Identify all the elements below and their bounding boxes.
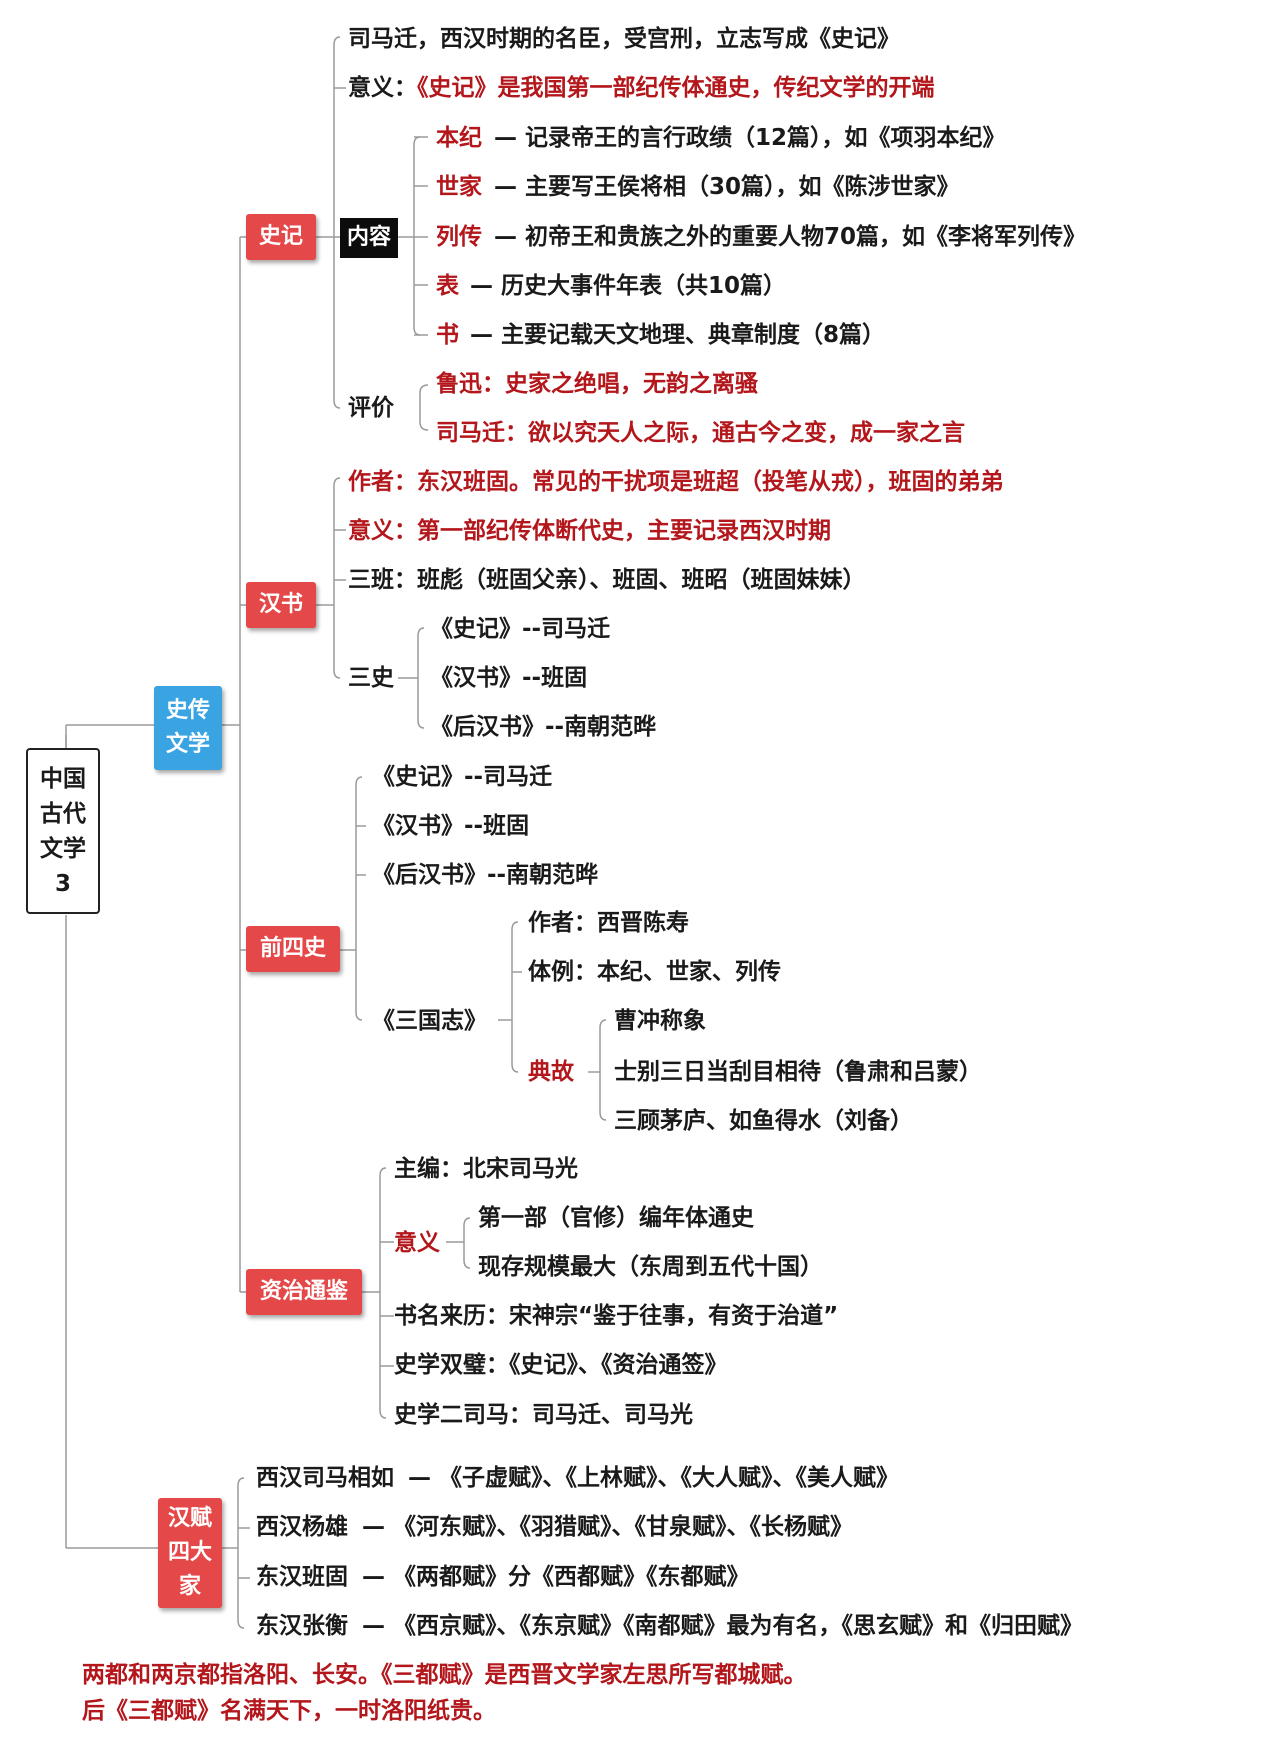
branch-shichuan-node: 史传 文学 [154, 686, 222, 770]
branch-line-2: 文学 [165, 732, 210, 757]
hanfu-node: 汉赋 四大 家 [158, 1498, 222, 1608]
branch-line-1: 史传 [165, 698, 210, 723]
sanguozhi-label: 《三国志》 [372, 1008, 487, 1034]
shiji-content-desc-biao: — 历史大事件年表（共10篇） [470, 273, 787, 299]
shiji-node: 史记 [246, 214, 316, 260]
sanguozhi-style: 体例：本纪、世家、列传 [528, 959, 781, 985]
fu-author: 西汉杨雄 [256, 1514, 348, 1540]
zztj-node: 资治通鉴 [246, 1269, 362, 1315]
hanshu-author: 作者：东汉班固。常见的干扰项是班超（投笔从戎），班固的弟弟 [348, 467, 1004, 497]
root-line-2: 古代 [40, 801, 86, 827]
zztj-title-origin: 书名来历：宋神宗“鉴于往事，有资于治道” [394, 1303, 839, 1329]
fu-works: — 《河东赋》、《羽猎赋》、《甘泉赋》、《长杨赋》 [362, 1514, 854, 1540]
zztj-two-sima: 史学二司马：司马迁、司马光 [394, 1402, 693, 1428]
shiji-author: 司马迁，西汉时期的名臣，受宫刑，立志写成《史记》 [348, 26, 900, 52]
shiji-meaning: 意义：《史记》是我国第一部纪传体通史，传纪文学的开端 [348, 73, 935, 103]
hanfu-line-3: 家 [178, 1574, 201, 1599]
fu-works: — 《两都赋》分《西都赋》《东都赋》 [362, 1564, 750, 1590]
hanshu-sanshi-item: 《汉书》--班固 [430, 665, 588, 691]
shiji-content-term-shijia: 世家 [436, 174, 482, 200]
qiansishi-node: 前四史 [246, 926, 340, 972]
shiji-meaning-prefix: 意义： [348, 75, 417, 101]
zztj-meaning-label: 意义 [394, 1230, 440, 1256]
hanshu-sanban: 三班：班彪（班固父亲）、班固、班昭（班固妹妹） [348, 567, 866, 593]
fu-works: — 《西京赋》、《东京赋》《南都赋》最为有名，《思玄赋》和《归田赋》 [362, 1613, 1084, 1639]
fu-works: — 《子虚赋》、《上林赋》、《大人赋》、《美人赋》 [408, 1465, 900, 1491]
root-line-3: 文学 [40, 836, 86, 862]
shiji-content-desc-shijia: — 主要写王侯将相（30篇），如《陈涉世家》 [494, 174, 960, 200]
shiji-content-desc-liezhuan: — 初帝王和贵族之外的重要人物70篇，如《李将军列传》 [494, 224, 1087, 250]
hanshu-sanshi-item: 《后汉书》--南朝范晔 [430, 714, 657, 740]
zztj-editor: 主编：北宋司马光 [394, 1156, 578, 1182]
fu-author: 西汉司马相如 [256, 1465, 394, 1491]
allusion-item: 曹冲称象 [614, 1008, 706, 1034]
footer-note: 两都和两京都指洛阳、长安。《三都赋》是西晋文学家左思所写都城赋。 [82, 1662, 807, 1688]
shiji-content-term-biao: 表 [436, 273, 459, 299]
sanguozhi-author: 作者：西晋陈寿 [528, 910, 689, 936]
hanfu-line-1: 汉赋 [167, 1506, 212, 1531]
qiansishi-item: 《汉书》--班固 [372, 813, 530, 839]
fu-author: 东汉张衡 [256, 1613, 348, 1639]
shiji-content-desc-shu: — 主要记载天文地理、典章制度（8篇） [470, 322, 886, 348]
hanshu-author-text: 作者：东汉班固。常见的干扰项是班超（投笔从戎），班固的弟弟 [348, 469, 1004, 495]
hanfu-line-2: 四大 [167, 1540, 212, 1565]
hanshu-sanshi-label: 三史 [348, 665, 394, 691]
shiji-eval-label: 评价 [348, 395, 394, 421]
shiji-content-term-liezhuan: 列传 [436, 224, 482, 250]
shiji-eval-item: 鲁迅：史家之绝唱，无韵之离骚 [436, 371, 758, 397]
root-line-1: 中国 [40, 766, 86, 792]
qiansishi-item: 《后汉书》--南朝范晔 [372, 862, 599, 888]
root-line-4: 3 [54, 871, 71, 897]
footer-note: 后《三都赋》名满天下，一时洛阳纸贵。 [82, 1698, 496, 1724]
shiji-eval-item: 司马迁：欲以究天人之际，通古今之变，成一家之言 [436, 420, 965, 446]
root-node: 中国 古代 文学 3 [26, 748, 100, 914]
sanguozhi-allusion-label: 典故 [528, 1059, 574, 1085]
zztj-meaning-item: 第一部（官修）编年体通史 [478, 1205, 754, 1231]
hanshu-meaning: 意义：第一部纪传体断代史，主要记录西汉时期 [348, 518, 831, 544]
qiansishi-item: 《史记》--司马迁 [372, 764, 553, 790]
shiji-content-desc-benji: — 记录帝王的言行政绩（12篇），如《项羽本纪》 [494, 125, 1006, 151]
zztj-meaning-item: 现存规模最大（东周到五代十国） [478, 1254, 823, 1280]
zztj-twin: 史学双璧：《史记》、《资治通签》 [394, 1352, 728, 1378]
fu-author: 东汉班固 [256, 1564, 348, 1590]
allusion-item: 三顾茅庐、如鱼得水（刘备） [614, 1108, 913, 1134]
shiji-content-term-benji: 本纪 [436, 125, 482, 151]
hanshu-node: 汉书 [246, 582, 316, 628]
hanshu-sanshi-item: 《史记》--司马迁 [430, 616, 611, 642]
allusion-item: 士别三日当刮目相待（鲁肃和吕蒙） [614, 1059, 982, 1085]
shiji-content-node: 内容 [340, 218, 398, 258]
shiji-content-term-shu: 书 [436, 322, 459, 348]
shiji-meaning-text: 《史记》是我国第一部纪传体通史，传纪文学的开端 [417, 75, 935, 101]
